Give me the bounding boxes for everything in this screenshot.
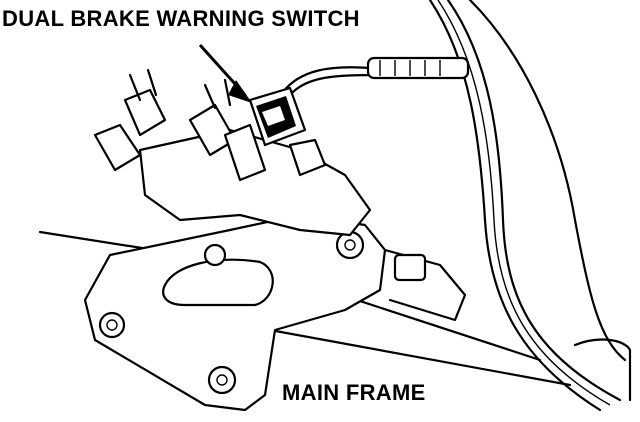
dual-brake-warning-switch-label: DUAL BRAKE WARNING SWITCH	[2, 6, 360, 31]
main-frame-label: MAIN FRAME	[282, 380, 426, 405]
mounting-bracket	[83, 213, 467, 412]
warning-switch	[198, 43, 470, 147]
valve-body	[93, 68, 372, 237]
